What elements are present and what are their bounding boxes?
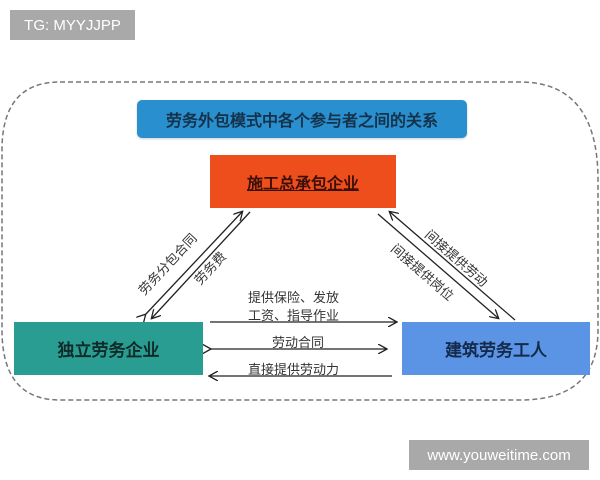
label-labor-contract: 劳动合同 xyxy=(272,336,325,351)
arrow-indirect-post xyxy=(377,213,498,318)
watermark-bottom: www.youweitime.com xyxy=(409,440,589,470)
node-construction-workers: 建筑劳务工人 xyxy=(402,322,590,375)
watermark-top: TG: MYYJJPP xyxy=(10,10,135,40)
label-insurance-line1: 提供保险、发放 xyxy=(248,291,340,306)
label-direct-labor: 直接提供劳动力 xyxy=(248,363,340,378)
arrow-labor-fee xyxy=(152,211,251,318)
arrow-subcontract xyxy=(145,212,242,315)
node-general-contractor: 施工总承包企业 xyxy=(210,155,396,208)
label-insurance-line2: 工资、指导作业 xyxy=(248,309,340,324)
arrow-indirect-labor xyxy=(390,212,516,321)
node-labor-company: 独立劳务企业 xyxy=(14,322,203,375)
diagram-title: 劳务外包模式中各个参与者之间的关系 xyxy=(137,100,467,138)
dashed-boundary xyxy=(1,81,599,401)
